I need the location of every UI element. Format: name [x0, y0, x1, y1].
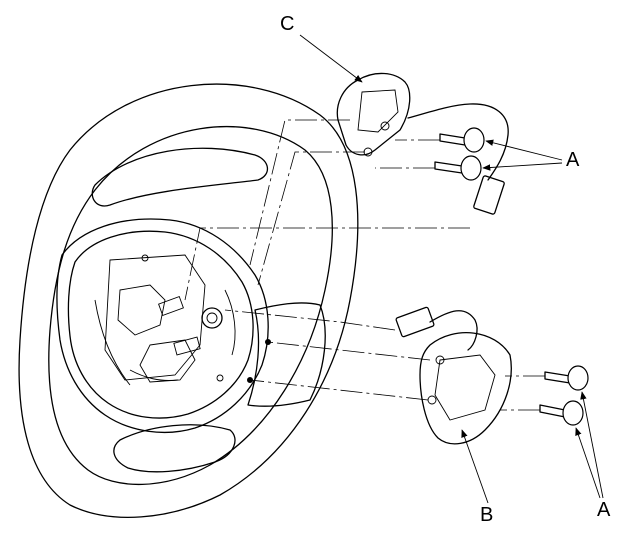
steering-hub: [56, 218, 269, 434]
lower-screw-1: [544, 365, 589, 391]
upper-screws-a: [434, 127, 485, 181]
arrow-c: [299, 34, 363, 83]
upper-spoke-opening: [91, 147, 269, 207]
arrow-a-lower-2: [575, 427, 601, 499]
lower-spoke-opening: [113, 424, 236, 473]
arrow-a-upper-2: [482, 162, 563, 171]
arrow-a-upper-1: [485, 139, 563, 161]
assembly-leader-lines: [184, 119, 545, 411]
callout-c-label: C: [280, 13, 295, 35]
right-spoke: [247, 302, 326, 407]
arrow-a-lower-1: [580, 391, 604, 499]
arrow-b: [461, 429, 489, 504]
upper-screw-1: [439, 127, 485, 153]
callout-a-lower-label: A: [597, 499, 611, 521]
upper-screw-2: [434, 155, 482, 181]
callout-a-upper-label: A: [566, 149, 580, 171]
callout-arrows: [299, 34, 604, 504]
steering-wheel-rim: [18, 83, 359, 518]
switch-b-assembly: [395, 306, 512, 445]
lower-screw-2: [539, 400, 584, 426]
lower-screws-a: [539, 365, 589, 426]
callout-b-label: B: [480, 504, 494, 526]
